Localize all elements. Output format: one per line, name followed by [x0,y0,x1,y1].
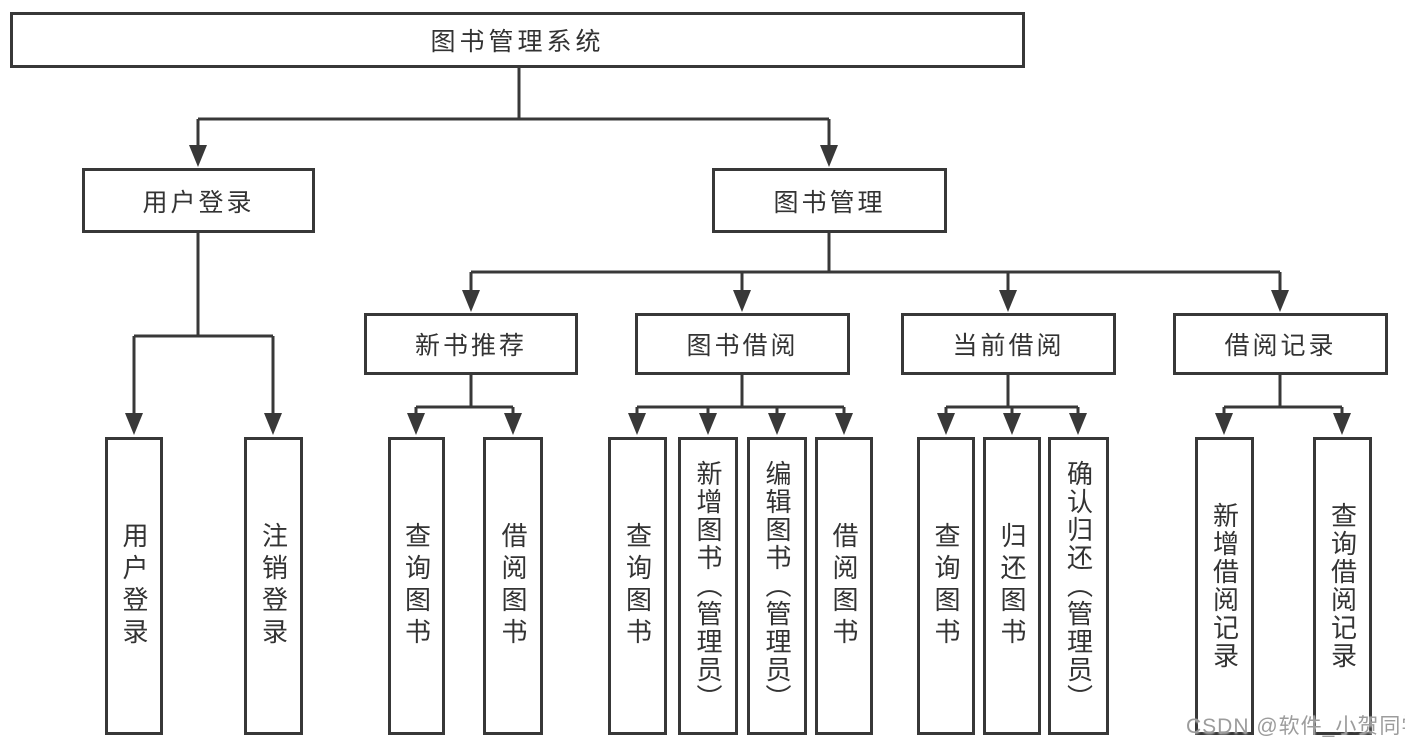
arrow-head [733,290,751,312]
arrow-head [1271,290,1289,312]
arrow-head [1333,413,1351,435]
arrow-head [125,413,143,435]
leaf-records-query-record: 查询借阅记录 [1313,437,1372,735]
leaf-user-login: 用户登录 [105,437,163,735]
node-new-book-recommend: 新书推荐 [364,313,578,375]
arrow-head [189,145,207,167]
arrow-head [628,413,646,435]
node-borrow-records: 借阅记录 [1173,313,1388,375]
leaf-borrow-edit-books-admin: 编辑图书（管理员） [747,437,807,735]
leaf-current-return-books: 归还图书 [983,437,1041,735]
arrow-head [1215,413,1233,435]
leaf-logout: 注销登录 [244,437,303,735]
node-user-login: 用户登录 [82,168,315,233]
leaf-records-add-record: 新增借阅记录 [1195,437,1254,735]
watermark: CSDN @软件_小贺同学 [1186,715,1405,738]
arrow-head [504,413,522,435]
arrow-head [699,413,717,435]
connector-path [132,67,1344,418]
arrow-head [407,413,425,435]
arrow-head [1003,413,1021,435]
node-current-borrow: 当前借阅 [901,313,1116,375]
arrow-head [768,413,786,435]
leaf-current-query-books: 查询图书 [917,437,975,735]
leaf-current-confirm-return-admin: 确认归还（管理员） [1048,437,1109,735]
node-root-system: 图书管理系统 [10,12,1025,68]
leaf-recommend-borrow-books: 借阅图书 [483,437,543,735]
node-book-borrow: 图书借阅 [635,313,850,375]
arrow-head [820,145,838,167]
node-book-management: 图书管理 [712,168,947,233]
arrow-head [1069,413,1087,435]
leaf-recommend-query-books: 查询图书 [388,437,445,735]
arrow-head [462,290,480,312]
arrow-head [835,413,853,435]
leaf-borrow-query-books: 查询图书 [608,437,667,735]
leaf-borrow-add-books-admin: 新增图书（管理员） [678,437,738,735]
arrow-head [264,413,282,435]
arrow-head [937,413,955,435]
leaf-borrow-borrow-books: 借阅图书 [815,437,873,735]
arrow-head [999,290,1017,312]
